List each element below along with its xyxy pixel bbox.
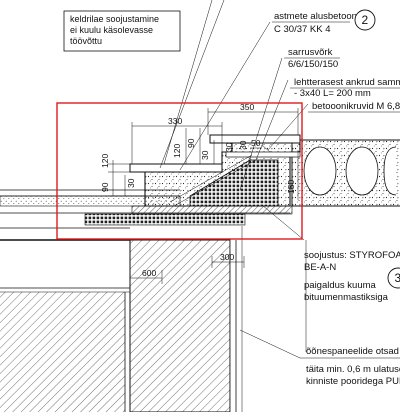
dim-left-90: 90 (100, 182, 110, 192)
concrete-label-line-1: astmete alusbetoon (274, 11, 357, 22)
foundation-wall (0, 226, 400, 412)
concrete-label-line-2: C 30/37 KK 4 (274, 24, 331, 35)
note-box-line-2: ei kuulu käsolevasse (70, 25, 153, 35)
callout-number-2: 2 (362, 13, 369, 27)
dim-330: 330 (168, 116, 182, 126)
stair-concrete-block (129, 134, 301, 207)
mesh-label: sarrusvõrk (288, 47, 333, 58)
dim-30-right: 30 (238, 140, 248, 150)
fill-label-line-2: kinniste pooridega PUR vahu (306, 376, 400, 387)
fill-label-line-1: täita min. 0,6 m ulatuses (306, 364, 400, 375)
dim-50: 50 (251, 138, 261, 148)
dim-300: 300 (220, 252, 234, 262)
callout-circle-3 (387, 267, 400, 289)
dim-30-step: 30 (224, 142, 234, 152)
dim-150: 150 (286, 180, 296, 194)
dim-left-30: 30 (126, 178, 136, 188)
anchors-label-line-1: lehtterasest ankrud sammuga 4 (294, 77, 400, 88)
screw-label: betooonikruvid M 6,8 x 30 (312, 101, 400, 112)
callout-number-3: 3 (395, 271, 400, 285)
bitumen-label-line-1: paigaldus kuuma (304, 280, 377, 291)
panel-joints-label: õõnespaneelide otsad (306, 346, 399, 357)
leader-lines (159, 0, 400, 359)
concrete-label: astmete alusbetoon C 30/37 KK 4 2 (272, 9, 376, 35)
dimension-texts: 350 330 120 90 30 30 120 90 30 150 300 6… (100, 102, 296, 278)
mesh-spec-label: 6/6/150/150 (288, 59, 338, 70)
dim-120-vertical: 120 (172, 144, 182, 158)
note-box-line-1: keldrilae soojustamine (70, 14, 159, 24)
note-box-line-3: töövõttu (70, 36, 102, 46)
highlight-box (56, 102, 303, 240)
anchors-label-line-2: - 3x40 L= 200 mm (294, 88, 371, 99)
insulation-label: soojustus: STYROFOAM 300 BE-A-N 3 (304, 250, 400, 289)
dim-30-vertical: 30 (200, 150, 210, 160)
bitumen-label-line-2: bituumenmastiksiga (304, 292, 389, 303)
dim-350: 350 (240, 102, 254, 112)
insulation-label-line-1: soojustus: STYROFOAM 300 (304, 250, 400, 261)
insulation-label-line-2: BE-A-N (304, 262, 336, 273)
note-box: keldrilae soojustamine ei kuulu käsoleva… (63, 10, 181, 52)
insulation-strip (84, 205, 293, 226)
dimension-lines (108, 108, 299, 284)
dim-left-120: 120 (100, 154, 110, 168)
hollow-core-slab (291, 139, 400, 207)
callout-circle-2 (354, 9, 376, 31)
dim-600: 600 (142, 268, 156, 278)
dim-90-vertical: 90 (186, 138, 196, 148)
